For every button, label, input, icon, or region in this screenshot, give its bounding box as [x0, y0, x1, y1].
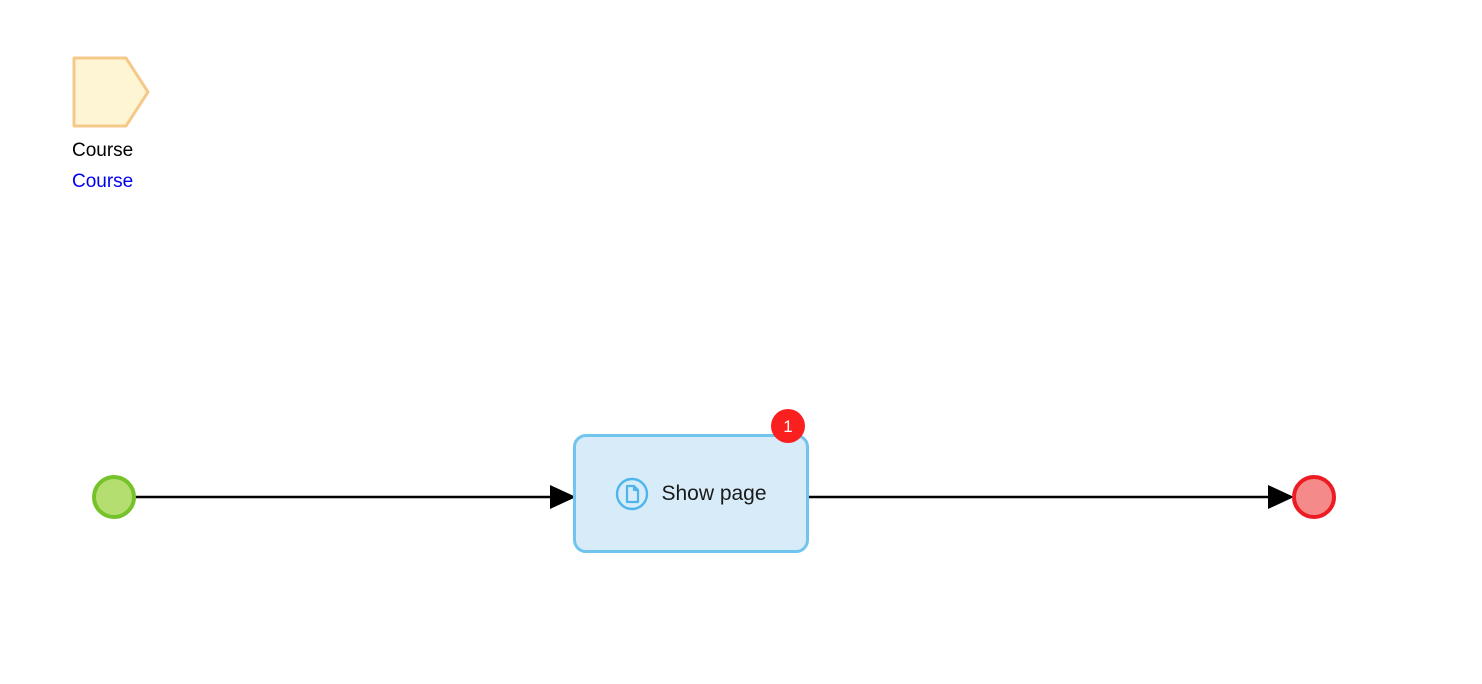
end-event[interactable] — [1292, 475, 1336, 519]
data-object-course[interactable]: Course Course — [72, 56, 232, 195]
task-badge-count[interactable]: 1 — [771, 409, 805, 443]
document-icon — [616, 477, 649, 510]
task-label: Show page — [661, 481, 767, 505]
start-event[interactable] — [92, 475, 136, 519]
data-object-link[interactable]: Course — [72, 171, 134, 192]
task-show-page[interactable]: Show page — [573, 434, 809, 553]
flow-start-to-task[interactable] — [128, 478, 578, 516]
data-object-label: Course — [72, 140, 134, 161]
flow-task-to-end[interactable] — [809, 478, 1296, 516]
data-object-pentagon-icon — [72, 56, 150, 128]
